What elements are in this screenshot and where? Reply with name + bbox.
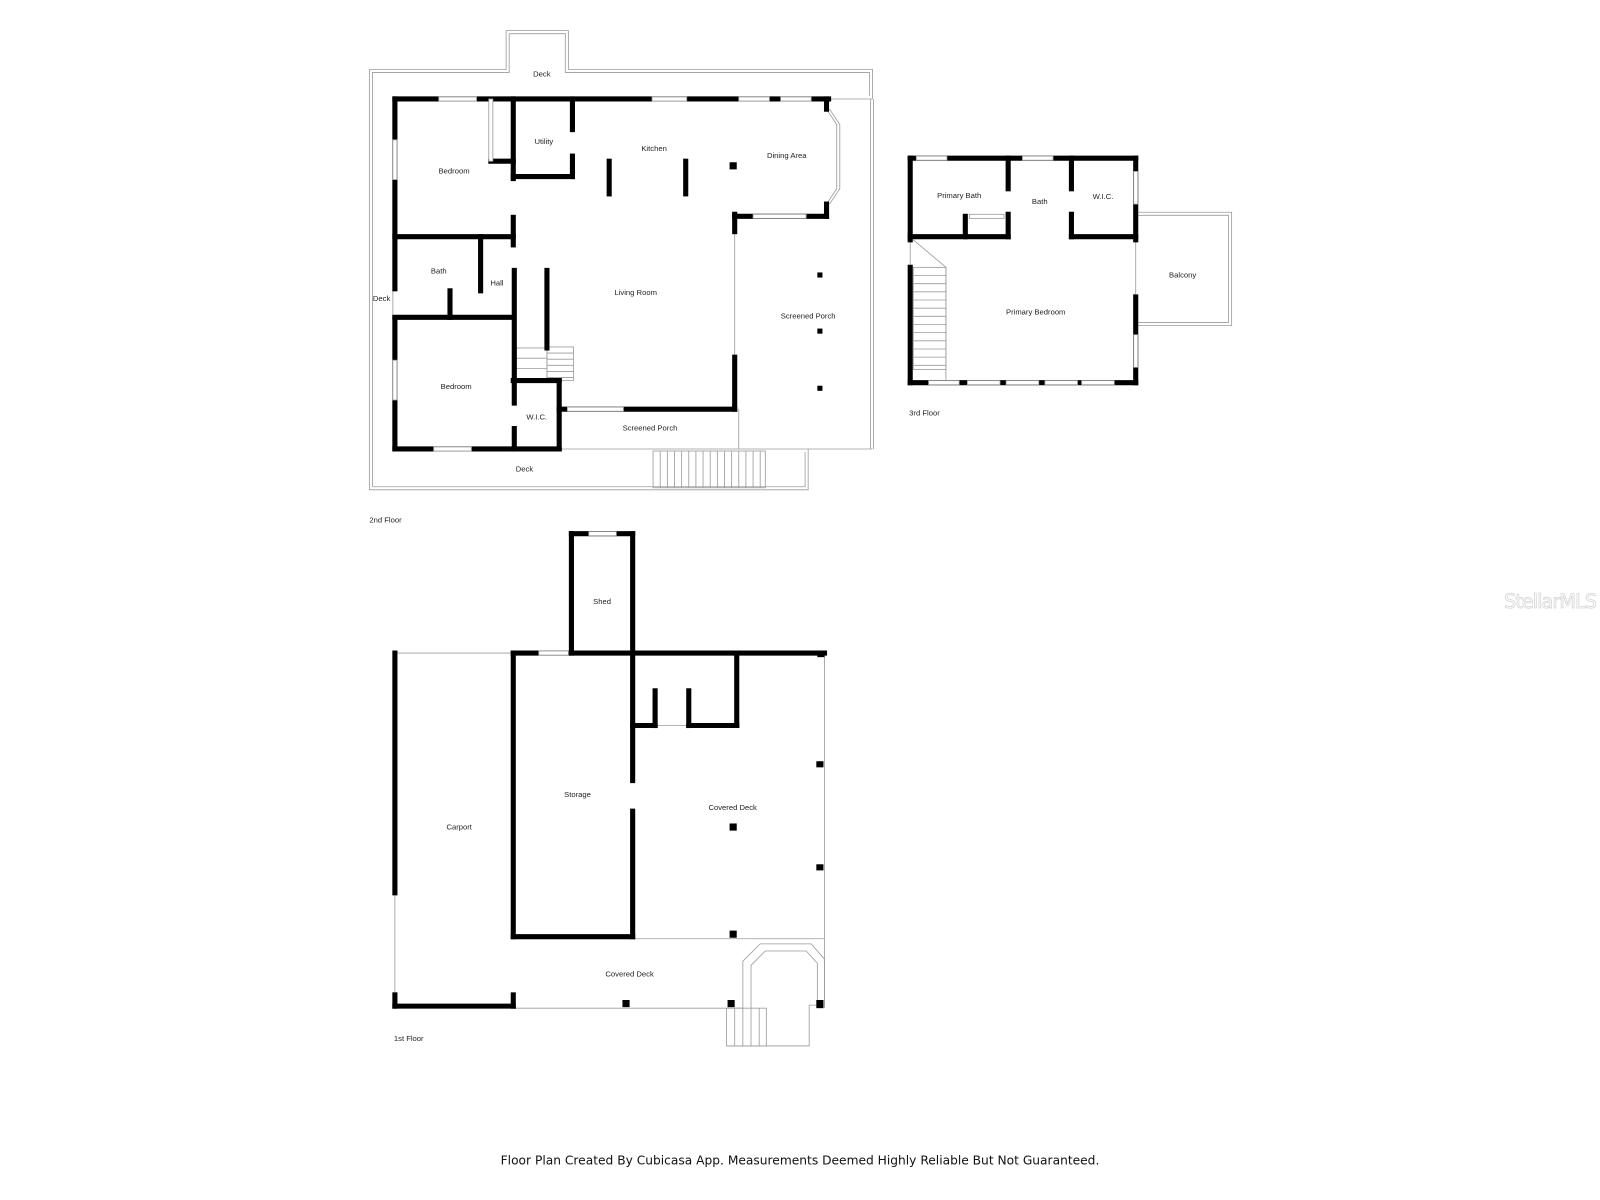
stairs bbox=[546, 346, 574, 382]
room-deck-left: Deck bbox=[373, 294, 391, 303]
outline bbox=[750, 950, 818, 1009]
floor-label: 3rd Floor bbox=[909, 408, 940, 417]
room-bath: Bath bbox=[1032, 197, 1048, 206]
room-screened-porch: Screened Porch bbox=[781, 311, 836, 320]
room-bedroom: Bedroom bbox=[439, 166, 470, 175]
room-storage: Storage bbox=[564, 790, 591, 799]
stair-outline bbox=[913, 239, 947, 383]
post bbox=[817, 385, 823, 391]
post bbox=[817, 272, 823, 278]
stairs bbox=[515, 347, 548, 382]
post bbox=[817, 651, 825, 658]
third-floor: Primary Bath Bath W.I.C. Balcony Primary… bbox=[909, 191, 1196, 417]
outline bbox=[372, 33, 870, 487]
stairs bbox=[726, 1007, 767, 1047]
outline bbox=[1135, 211, 1233, 326]
stairs bbox=[912, 266, 947, 370]
thin-lines bbox=[368, 30, 1233, 1047]
window bbox=[566, 406, 624, 412]
outline bbox=[369, 448, 809, 491]
room-covered-deck: Covered Deck bbox=[708, 803, 757, 812]
window bbox=[1005, 380, 1040, 386]
window bbox=[1022, 155, 1054, 161]
outline bbox=[726, 943, 825, 1047]
window bbox=[438, 96, 477, 102]
second-floor: Deck Utility Kitchen Dining Area Bedroom… bbox=[369, 70, 835, 525]
room-primary-bath: Primary Bath bbox=[937, 191, 981, 200]
outline bbox=[372, 452, 806, 488]
room-primary-bedroom: Primary Bedroom bbox=[1006, 307, 1065, 316]
watermark-logo: StellarMLS bbox=[1504, 590, 1597, 613]
room-wic: W.I.C. bbox=[1093, 192, 1114, 201]
window bbox=[738, 96, 770, 102]
window bbox=[966, 380, 1001, 386]
windows bbox=[392, 96, 1139, 656]
room-kitchen: Kitchen bbox=[641, 144, 666, 153]
room-living-room: Living Room bbox=[614, 288, 656, 297]
room-utility: Utility bbox=[535, 137, 554, 146]
post bbox=[729, 162, 737, 170]
window bbox=[968, 213, 1005, 219]
room-bath: Bath bbox=[431, 266, 447, 275]
window bbox=[488, 98, 494, 162]
window bbox=[1133, 171, 1139, 205]
window bbox=[433, 446, 472, 452]
room-bedroom: Bedroom bbox=[441, 382, 472, 391]
floor-label: 2nd Floor bbox=[369, 515, 402, 524]
room-balcony: Balcony bbox=[1169, 271, 1196, 280]
post bbox=[727, 1000, 735, 1008]
room-hall: Hall bbox=[490, 279, 503, 288]
room-covered-deck: Covered Deck bbox=[605, 970, 654, 979]
stairs bbox=[652, 450, 766, 489]
window bbox=[752, 213, 807, 219]
post bbox=[729, 823, 737, 831]
first-floor: Shed Storage Carport Covered Deck Covere… bbox=[394, 597, 757, 1043]
outline bbox=[826, 108, 838, 205]
outline bbox=[1135, 214, 1229, 323]
window bbox=[928, 380, 960, 386]
floor-label: 1st Floor bbox=[394, 1034, 424, 1043]
window bbox=[1081, 380, 1115, 386]
window bbox=[651, 96, 688, 102]
posts bbox=[622, 162, 825, 1009]
room-deck-top: Deck bbox=[533, 70, 551, 79]
room-wic: W.I.C. bbox=[526, 412, 547, 421]
walls bbox=[392, 96, 1139, 1009]
window bbox=[1044, 380, 1078, 386]
room-dining-area: Dining Area bbox=[767, 151, 807, 160]
post bbox=[817, 328, 823, 334]
window bbox=[780, 96, 812, 102]
post bbox=[622, 1000, 630, 1008]
footer-disclaimer: Floor Plan Created By Cubicasa App. Meas… bbox=[501, 1153, 1100, 1167]
outline bbox=[829, 108, 841, 205]
window bbox=[392, 359, 398, 401]
post bbox=[816, 761, 824, 768]
window bbox=[392, 139, 398, 180]
room-deck-bottom: Deck bbox=[516, 464, 534, 473]
room-screened-porch: Screened Porch bbox=[623, 424, 678, 433]
window bbox=[588, 531, 617, 537]
window bbox=[538, 650, 569, 656]
window bbox=[915, 155, 948, 161]
post bbox=[729, 930, 737, 938]
room-shed: Shed bbox=[593, 597, 611, 606]
room-carport: Carport bbox=[446, 823, 472, 832]
post bbox=[816, 1000, 824, 1009]
window bbox=[1133, 334, 1139, 368]
post bbox=[816, 864, 824, 871]
outline bbox=[368, 30, 873, 490]
